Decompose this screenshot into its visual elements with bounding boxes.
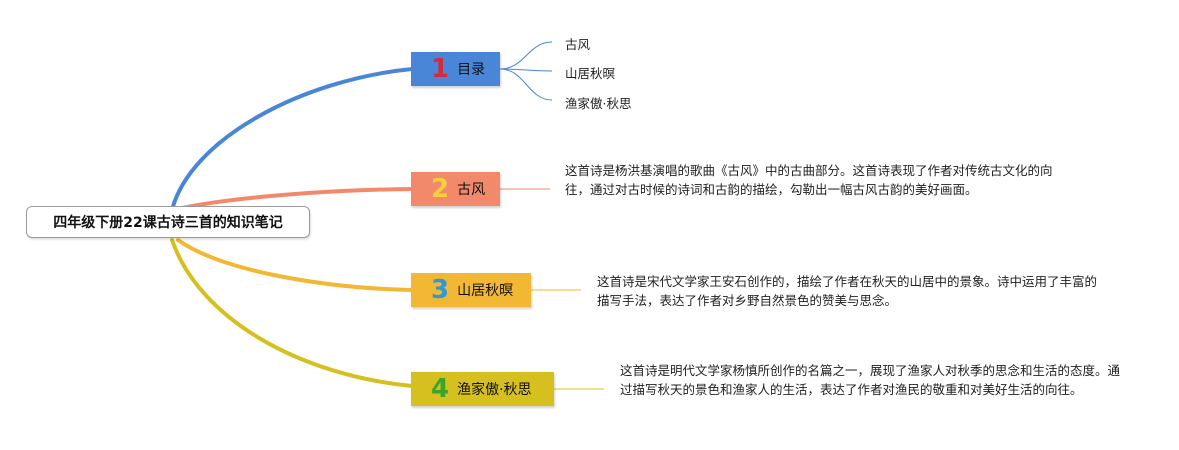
number-4-icon: 4: [431, 374, 450, 404]
branch-3-shanju-qiuming[interactable]: 3 山居秋暝: [411, 273, 531, 307]
root-title: 四年级下册22课古诗三首的知识笔记: [53, 215, 283, 231]
connector-root-to-branch-3: [176, 238, 414, 292]
toc-item-yujiaao-qiusi[interactable]: 渔家傲·秋思: [565, 96, 632, 111]
note-gufeng: 这首诗是杨洪基演唱的歌曲《古风》中的古曲部分。这首诗表现了作者对传统古文化的向往…: [565, 163, 1053, 197]
connector-root-to-branch-2: [180, 187, 414, 210]
note-shanju-qiuming: 这首诗是宋代文学家王安石创作的，描绘了作者在秋天的山居中的景象。诗中运用了丰富的…: [597, 274, 1098, 308]
root-topic[interactable]: 四年级下册22课古诗三首的知识笔记: [26, 206, 310, 238]
connector-toc-child-1: [499, 41, 553, 70]
branch-1-toc[interactable]: 1 目录: [411, 52, 500, 86]
connector-toc-child-3: [499, 68, 553, 101]
branch-2-label: 古风: [457, 182, 486, 198]
branch-2-gufeng[interactable]: 2 古风: [411, 172, 500, 206]
toc-item-gufeng[interactable]: 古风: [565, 37, 591, 52]
number-1-icon: 1: [431, 54, 450, 84]
branch-4-yujiaao-qiusi[interactable]: 4 渔家傲·秋思: [411, 372, 554, 406]
note-yujiaao-qiusi: 这首诗是明代文学家杨慎所创作的名篇之一，展现了渔家人对秋季的思念和生活的态度。通…: [620, 363, 1121, 397]
connector-root-to-branch-4: [170, 238, 414, 388]
number-2-icon: 2: [431, 174, 450, 204]
connector-toc-child-2: [499, 68, 553, 72]
branch-4-label: 渔家傲·秋思: [457, 382, 532, 398]
toc-item-shanju-qiuming[interactable]: 山居秋暝: [565, 66, 616, 81]
connector-root-to-branch-1: [170, 67, 414, 212]
branch-3-label: 山居秋暝: [457, 283, 514, 299]
branch-1-label: 目录: [457, 62, 486, 78]
number-3-icon: 3: [431, 275, 450, 305]
